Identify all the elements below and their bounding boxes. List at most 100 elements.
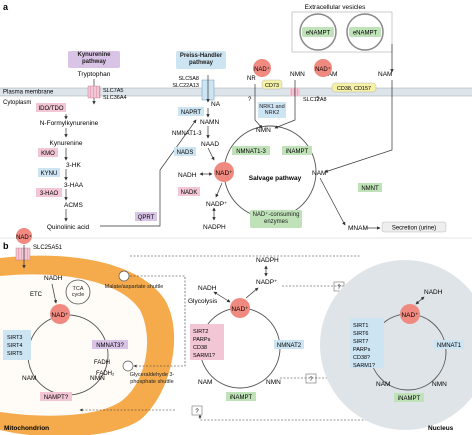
kynurenine: Kynurenine <box>50 140 83 147</box>
nad-a: NAD⁺ <box>215 170 233 177</box>
nad-nadp-arrow <box>215 182 223 198</box>
sirt3: SIRT3 <box>7 335 23 341</box>
secretion-box <box>381 221 447 233</box>
nad-node-mem <box>16 228 32 244</box>
panel-a-label: a <box>3 2 9 12</box>
cd73: CD73 <box>265 83 279 89</box>
kmo-box <box>38 148 58 157</box>
mitochondrion-label: Mitochondrion <box>4 425 49 432</box>
namn: NAMN <box>200 119 219 126</box>
q-mid: ? <box>316 97 320 103</box>
cd38-cd157: CD38, CD157 <box>337 86 371 92</box>
nadh-nad-cyto-arrow <box>213 291 231 303</box>
nampt-q: NAMPT? <box>44 395 69 401</box>
nmn-nuc: NMN <box>432 381 447 388</box>
nmnat1-box <box>434 340 464 349</box>
cd38-cyto: CD38 <box>193 345 207 351</box>
sarm1-nuc: SARM1? <box>353 363 375 369</box>
enampt-label-2: eNAMPT <box>353 31 378 37</box>
nadph-a: NADPH <box>203 224 226 231</box>
slc5a8: SLC5A8 <box>179 76 200 82</box>
nadh-nad-mito-arrow <box>51 283 58 304</box>
nad-cyto: NAD⁺ <box>231 306 249 313</box>
nrk-box <box>258 102 286 118</box>
salvage-cycle <box>223 125 317 219</box>
nucleus-label: Nucleus <box>428 425 454 432</box>
nam-into-cell-arrow <box>324 80 393 173</box>
enampt-box-2 <box>349 27 381 37</box>
nam-nuc: NAM <box>376 381 390 388</box>
n-formylkynurenine: N-Formylkynurenine <box>40 120 99 127</box>
slc7a5: SLC7A5 <box>103 88 124 94</box>
consuming-enzymes: NAD⁺-consuming enzymes <box>252 212 300 225</box>
kyn-title: Kynurenine pathway <box>77 52 111 65</box>
nmnt: NMNT <box>361 186 379 192</box>
panel-b-label: b <box>3 241 9 251</box>
parps-cyto: PARPs <box>193 337 211 343</box>
secretion: Secretion (urine) <box>392 226 436 232</box>
sirt7: SIRT7 <box>353 339 369 345</box>
nadh-nuc: NADH <box>424 289 443 296</box>
nad-node-mito <box>50 304 70 324</box>
qprt: QPRT <box>138 215 155 221</box>
consuming-box <box>250 210 302 228</box>
nads-box <box>174 147 196 156</box>
nad-nadh-nuc-arrow <box>415 296 425 305</box>
malate-shuttle: Malate/aspartate shuttle <box>104 284 164 290</box>
kynu: KYNU <box>41 171 58 177</box>
sirt4: SIRT4 <box>7 343 23 349</box>
kmo: KMO <box>41 151 55 157</box>
inampt-cyto-box <box>226 392 256 401</box>
ph-title: Preiss-Handler pathway <box>179 52 223 66</box>
tca-cycle-circle <box>65 279 91 305</box>
nad-node-nuc <box>400 304 420 324</box>
q-box-2 <box>305 373 317 384</box>
nmnat13-salvage: NMNAT1-3 <box>236 149 266 155</box>
nr: NR <box>247 76 256 82</box>
nmn-ext: NMN <box>290 71 305 78</box>
nr-nmn-arrow <box>254 84 263 129</box>
slc36a4: SLC36A4 <box>103 95 127 101</box>
g3p-shuttle-circle <box>122 360 134 372</box>
nad-nadp-cyto-arrow <box>245 287 259 299</box>
g3p-shuttle: Glyceraldehyde 3-phosphate shuttle <box>129 372 175 385</box>
plasma-membrane-label: Plasma membrane <box>3 90 54 96</box>
inampt-salvage: iNAMPT <box>286 149 309 155</box>
acms: ACMS <box>64 202 83 209</box>
nadph-cyto: NADPH <box>256 257 279 264</box>
fadh2: FADH₂ <box>96 371 115 377</box>
inampt-salvage-box <box>282 146 312 155</box>
nmn-into-cell-arrow <box>274 80 296 129</box>
nam-right: NAM <box>378 71 392 78</box>
nad-mem: NAD⁺ <box>16 234 32 241</box>
nmnat1-3-ph: NMNAT1-3 <box>172 131 202 137</box>
nam-mnam-arrow <box>319 177 346 226</box>
3-haa: 3-HAA <box>64 182 84 189</box>
nam-a: NAM <box>312 170 326 177</box>
nmnat3-box <box>92 340 128 349</box>
plasma-membrane <box>0 88 472 96</box>
cd73-box <box>261 79 283 90</box>
nrk: NRK1 and NRK2 <box>259 103 285 117</box>
3-hk: 3-HK <box>66 162 81 169</box>
cytoplasm-label: Cytoplasm <box>3 100 31 106</box>
nam-mito: NAM <box>22 375 36 382</box>
parps-nuc: PARPs <box>353 347 371 353</box>
qprt-box <box>135 212 157 221</box>
inampt-nuc-box <box>394 393 424 402</box>
cyto-enzymes-box <box>190 324 224 360</box>
nuc-enzymes-box <box>350 318 384 368</box>
nadk: NADK <box>181 190 198 196</box>
q-box-3 <box>191 405 203 416</box>
glycolysis: Glycolysis <box>188 298 218 305</box>
nadp-cyto: NADP⁺ <box>256 279 278 286</box>
sarm1-cyto: SARM1? <box>193 353 215 359</box>
salvage-title: Salvage pathway <box>249 175 302 182</box>
nmnat2: NMNAT2 <box>277 343 302 349</box>
nad-mito: NAD⁺ <box>51 312 69 319</box>
naprt: NAPRT <box>181 110 202 116</box>
nad-node-a <box>214 162 234 182</box>
sirt2: SIRT2 <box>193 329 209 335</box>
3hao-box <box>36 188 62 197</box>
